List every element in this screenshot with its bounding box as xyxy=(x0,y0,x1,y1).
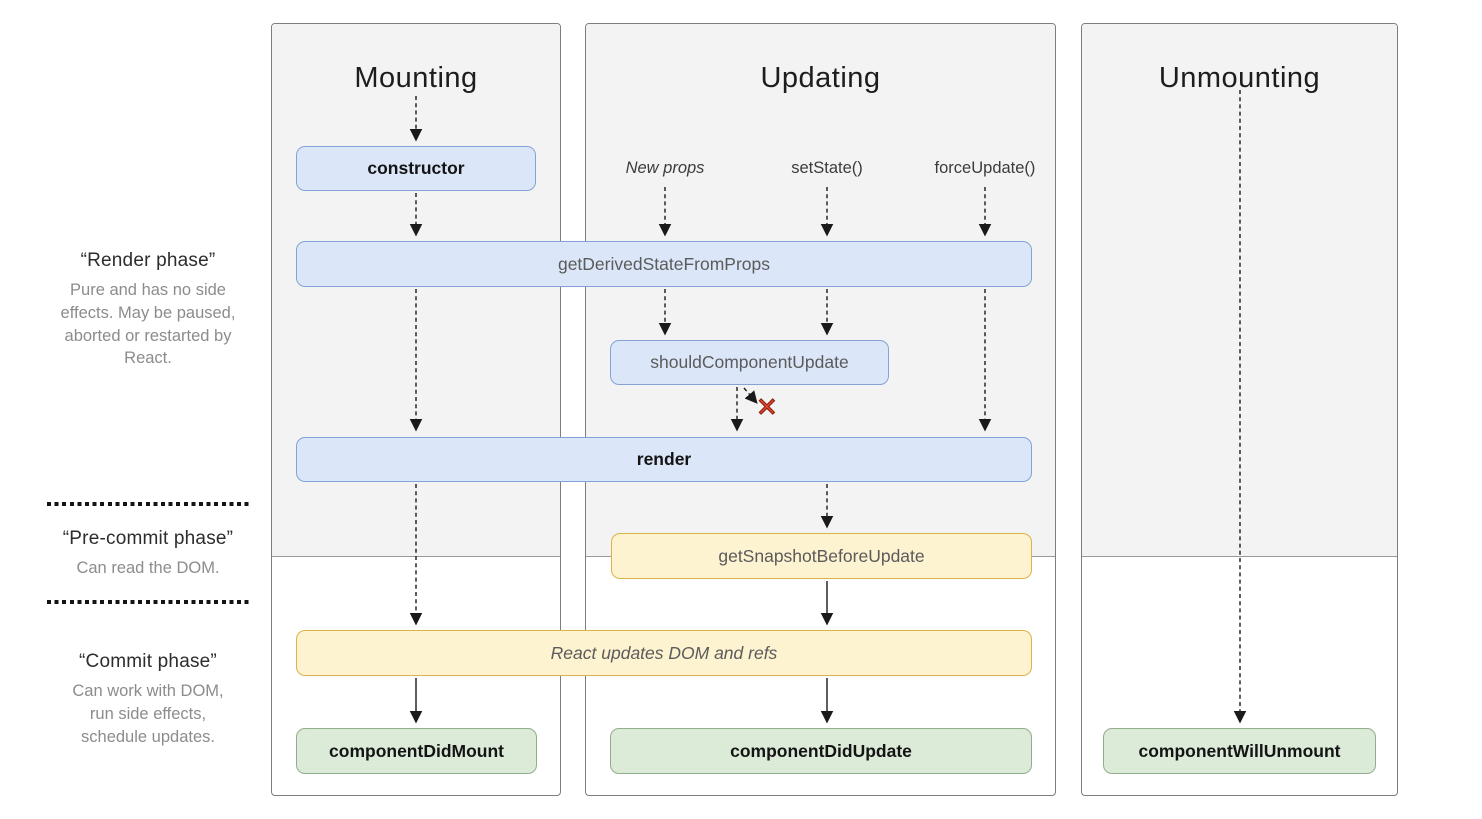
render-phase-caption: “Render phase” Pure and has no side effe… xyxy=(38,250,258,370)
componentdidmount-box[interactable]: componentDidMount xyxy=(296,728,537,774)
react-updates-dom-box: React updates DOM and refs xyxy=(296,630,1032,676)
forceupdate-label: forceUpdate() xyxy=(934,159,1036,177)
arrow-shouldcomponentupdate-skip-branch xyxy=(743,387,758,404)
commit-phase-caption: “Commit phase” Can work with DOM, run si… xyxy=(38,651,258,748)
componentdidupdate-box[interactable]: componentDidUpdate xyxy=(610,728,1032,774)
updating-column-title: Updating xyxy=(760,62,881,94)
pre-commit-phase-title: “Pre-commit phase” xyxy=(62,528,234,549)
shouldcomponentupdate-box[interactable]: shouldComponentUpdate xyxy=(610,340,889,385)
commit-phase-description: Can work with DOM, run side effects, sch… xyxy=(72,682,224,746)
render-phase-description: Pure and has no side effects. May be pau… xyxy=(60,281,236,368)
phase-divider-top xyxy=(47,502,249,506)
componentwillunmount-box[interactable]: componentWillUnmount xyxy=(1103,728,1376,774)
constructor-box[interactable]: constructor xyxy=(296,146,536,191)
setstate-label: setState() xyxy=(791,159,863,177)
unmounting-column-title: Unmounting xyxy=(1158,62,1321,94)
getderivedstatefromprops-box[interactable]: getDerivedStateFromProps xyxy=(296,241,1032,287)
pre-commit-phase-description: Can read the DOM. xyxy=(76,559,220,577)
commit-phase-title: “Commit phase” xyxy=(79,651,217,672)
render-box[interactable]: render xyxy=(296,437,1032,482)
mounting-column-title: Mounting xyxy=(354,62,478,94)
phase-divider-bottom xyxy=(47,600,249,604)
skip-render-x-icon: ✕ xyxy=(755,392,778,422)
new-props-label: New props xyxy=(625,159,705,177)
render-phase-title: “Render phase” xyxy=(80,250,216,271)
pre-commit-phase-caption: “Pre-commit phase” Can read the DOM. xyxy=(38,528,258,580)
getsnapshotbeforeupdate-box[interactable]: getSnapshotBeforeUpdate xyxy=(611,533,1032,579)
